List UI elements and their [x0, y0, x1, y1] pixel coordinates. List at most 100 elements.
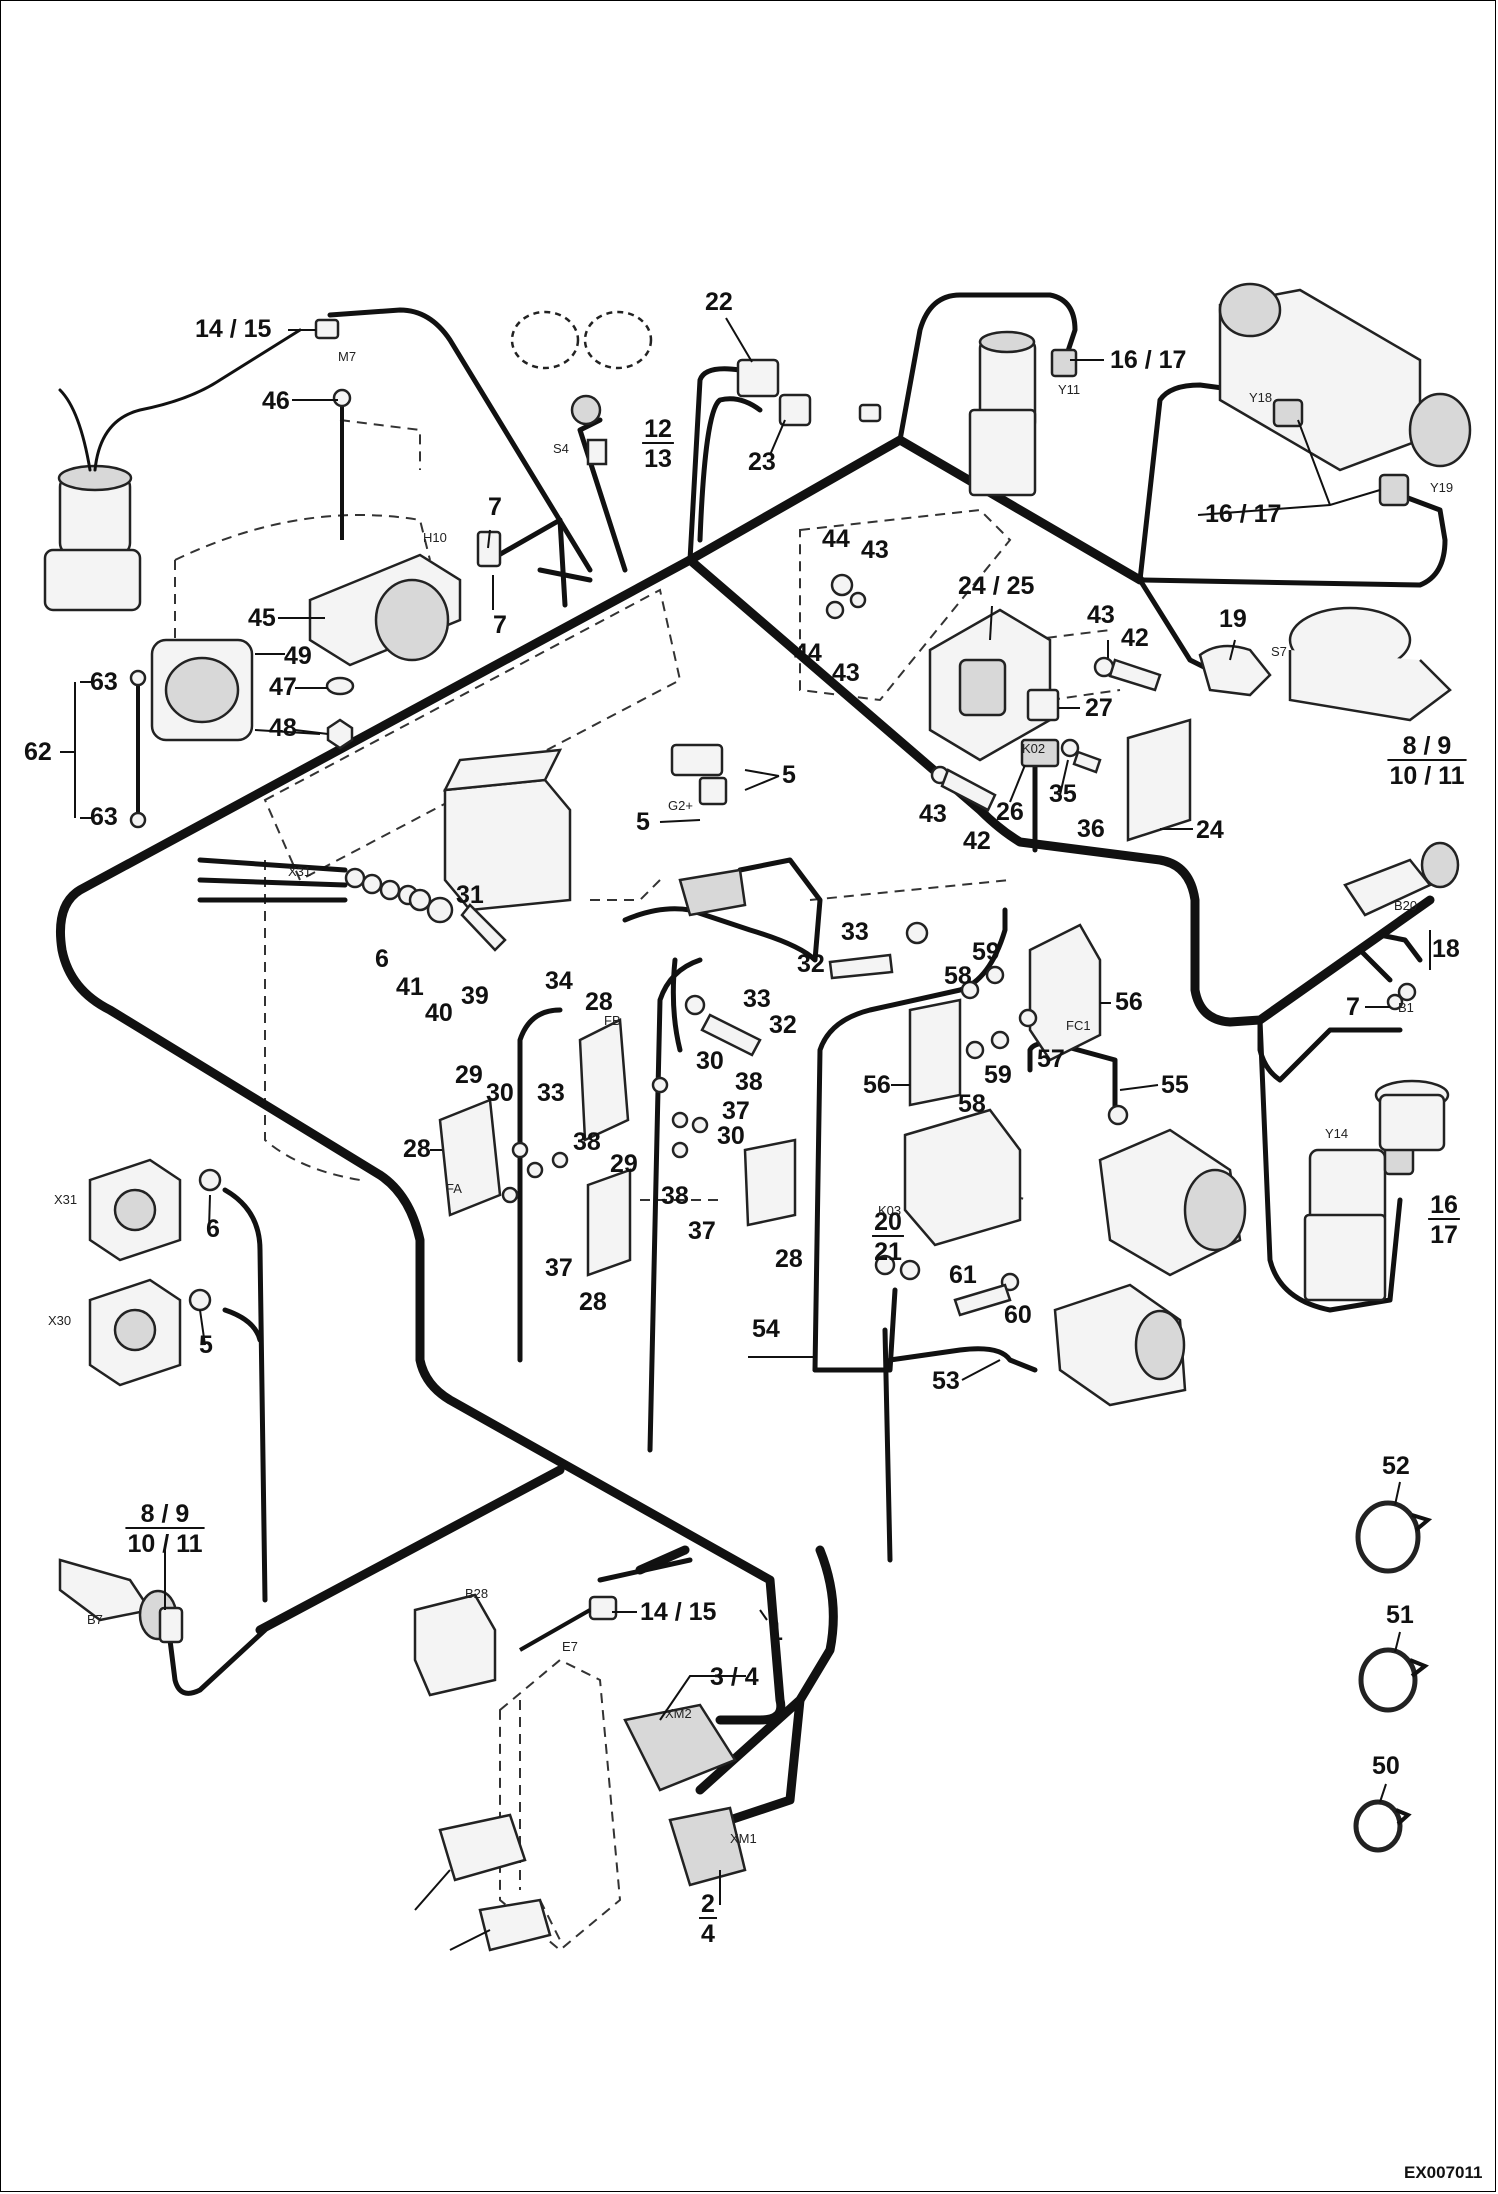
callout-label: 55	[1161, 1071, 1189, 1099]
callout-label: 42	[1121, 624, 1149, 652]
callout-label: 27	[1085, 694, 1113, 722]
callout-label: 7	[488, 493, 502, 521]
callout-label: 14 / 15	[640, 1598, 717, 1626]
leader-lines	[60, 317, 1431, 1905]
callout-label: 45	[248, 604, 276, 632]
fraction-top: 8 / 9	[1403, 732, 1452, 760]
fraction-top: 16	[1430, 1191, 1458, 1219]
callout-label: 49	[284, 642, 312, 670]
callout-label: 5	[782, 761, 796, 789]
callout-label: 29	[610, 1150, 638, 1178]
callout-label: 53	[932, 1367, 960, 1395]
component-tag: B20	[1394, 898, 1417, 913]
callout-label: 7	[493, 611, 507, 639]
callout-label: 33	[841, 918, 869, 946]
callout-label: 59	[984, 1061, 1012, 1089]
callout-label: 28	[403, 1135, 431, 1163]
callout-label: 14 / 15	[195, 315, 272, 343]
callout-label: 43	[1087, 601, 1115, 629]
callout-label: 23	[748, 448, 776, 476]
callout-label: 31	[456, 881, 484, 909]
callout-label: 32	[797, 950, 825, 978]
callout-label: 33	[743, 985, 771, 1013]
callout-label: 63	[90, 668, 118, 696]
callout-label: 33	[537, 1079, 565, 1107]
component-tag: Y14	[1325, 1126, 1348, 1141]
callout-label: 56	[863, 1071, 891, 1099]
fraction-bottom: 13	[644, 445, 672, 473]
component-tag: FC1	[1066, 1018, 1091, 1033]
fraction-top: 2	[701, 1890, 715, 1918]
fraction-callout: 8 / 910 / 11	[1387, 732, 1467, 790]
callout-label: 30	[486, 1079, 514, 1107]
callout-label: 59	[972, 938, 1000, 966]
callout-label: 58	[944, 962, 972, 990]
component-tag: M7	[338, 349, 356, 364]
callout-label: 37	[688, 1217, 716, 1245]
component-tag: B28	[465, 1586, 488, 1601]
fraction-bottom: 10 / 11	[1389, 762, 1464, 790]
callout-label: 19	[1219, 605, 1247, 633]
callout-label: 38	[735, 1068, 763, 1096]
fraction-callout: 8 / 910 / 11	[125, 1500, 205, 1558]
component-tag: G2+	[668, 798, 693, 813]
fraction-bottom: 4	[701, 1920, 715, 1948]
callout-label: 63	[90, 803, 118, 831]
callout-label: 54	[752, 1315, 780, 1343]
callout-label: 32	[769, 1011, 797, 1039]
fraction-top: 12	[644, 415, 672, 443]
callout-label: 6	[206, 1215, 220, 1243]
component-tag: Y19	[1430, 480, 1453, 495]
component-tag: S4	[553, 441, 569, 456]
callout-label: 44	[794, 639, 822, 667]
callout-label: 6	[375, 945, 389, 973]
callout-label: 43	[832, 659, 860, 687]
component-tag: X30	[48, 1313, 71, 1328]
callout-label: 44	[822, 525, 850, 553]
callout-label: 51	[1386, 1601, 1414, 1629]
fraction-bottom: 17	[1430, 1221, 1458, 1249]
callout-label: 60	[1004, 1301, 1032, 1329]
callout-label: 1	[769, 1618, 783, 1646]
component-tag: B1	[1398, 1000, 1414, 1015]
callout-label: 26	[996, 798, 1024, 826]
component-tag: B7	[87, 1612, 103, 1627]
callout-label: 43	[919, 800, 947, 828]
callout-label: 39	[461, 982, 489, 1010]
callout-label: 47	[269, 673, 297, 701]
callout-label: 3 / 4	[710, 1663, 759, 1691]
component-tag: S7	[1271, 644, 1287, 659]
callout-label: 28	[579, 1288, 607, 1316]
callout-label: 22	[705, 288, 733, 316]
component-tag: X31	[288, 864, 311, 879]
callout-label: 61	[949, 1261, 977, 1289]
callout-label: 36	[1077, 815, 1105, 843]
callout-label: 5	[199, 1331, 213, 1359]
callout-label: 42	[963, 827, 991, 855]
callout-label: 58	[958, 1090, 986, 1118]
callout-label: 38	[661, 1182, 689, 1210]
callout-label: 43	[861, 536, 889, 564]
callout-label: 62	[24, 738, 52, 766]
callout-label: 41	[396, 973, 424, 1001]
callout-label: 37	[722, 1097, 750, 1125]
callout-label: 28	[775, 1245, 803, 1273]
fraction-callout: 24	[699, 1890, 717, 1948]
callout-label: 16 / 17	[1205, 500, 1281, 528]
fraction-top: 8 / 9	[141, 1500, 190, 1528]
callout-label: 5	[636, 808, 650, 836]
callout-label: 56	[1115, 988, 1143, 1016]
callout-label: 37	[545, 1254, 573, 1282]
callout-label: 30	[717, 1122, 745, 1150]
callout-label: 34	[545, 967, 573, 995]
callout-label: 38	[573, 1128, 601, 1156]
component-tag: Y18	[1249, 390, 1272, 405]
fraction-bottom: 10 / 11	[127, 1530, 202, 1558]
fraction-top: 20	[874, 1208, 902, 1236]
component-tag: H10	[423, 530, 447, 545]
